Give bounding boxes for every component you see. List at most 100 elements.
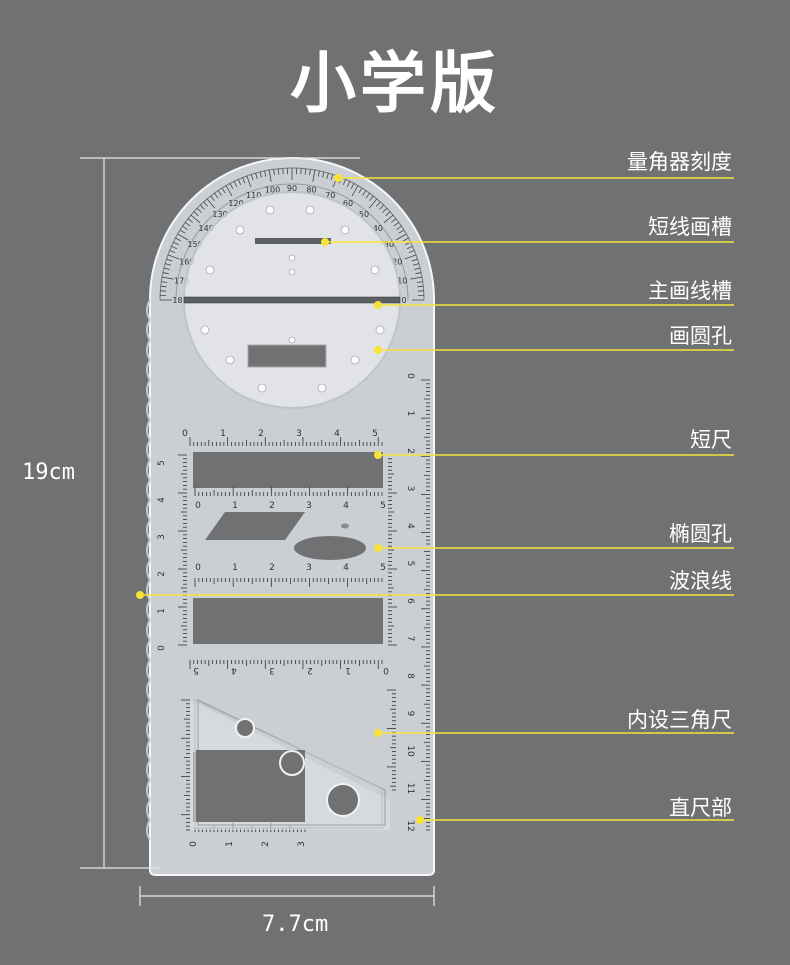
scale-number: 10: [405, 745, 415, 757]
protractor-tick: [358, 187, 363, 194]
callout-dot: [334, 174, 342, 182]
protractor-label: 100: [265, 186, 280, 195]
protractor-label: 180: [172, 296, 187, 305]
protractor-tick: [277, 168, 280, 175]
scale-number: 3: [405, 486, 415, 492]
callout-dot: [321, 238, 329, 246]
protractor-tick: [379, 204, 384, 210]
protractor-tick: [382, 208, 388, 213]
scale-number: 2: [405, 448, 415, 454]
protractor-tick: [350, 183, 355, 189]
scale-number: 0: [383, 665, 389, 675]
protractor-tick: [242, 177, 246, 184]
scale-number: 1: [345, 665, 351, 675]
protractor-tick: [162, 272, 169, 275]
protractor-tick: [221, 187, 226, 194]
scale-number: 1: [232, 563, 238, 573]
protractor-ticks: [160, 168, 424, 301]
callout-label-protractor: 量角器刻度: [627, 150, 732, 174]
scale-number: 0: [189, 841, 199, 847]
protractor-tick: [187, 218, 193, 223]
protractor-tick: [161, 281, 168, 283]
protractor-tick: [309, 169, 311, 176]
protractor-tick: [214, 192, 219, 199]
dark-triangle-fill: [196, 750, 305, 822]
ellipse-hole: [294, 536, 366, 560]
protractor-tick: [362, 190, 367, 196]
protractor-tick: [403, 237, 409, 242]
protractor-tick: [206, 198, 216, 209]
scale-number: 4: [231, 665, 237, 675]
scale-number: 2: [307, 665, 313, 675]
protractor-tick: [173, 241, 179, 246]
callout-label-straight: 直尺部: [669, 796, 732, 820]
protractor-tick: [395, 233, 407, 241]
callout-label-short-slot: 短线画槽: [648, 215, 732, 239]
height-label: 19cm: [22, 460, 75, 485]
protractor-tick: [326, 173, 329, 179]
callout-dot: [374, 451, 382, 459]
parallelogram-hole: [205, 512, 305, 540]
protractor-label: 60: [343, 199, 353, 208]
scale-number: 5: [380, 501, 386, 511]
height-dimension: [80, 157, 360, 869]
protractor-label: 90: [287, 184, 297, 193]
circle-window: [247, 344, 327, 368]
vertical-scales: [178, 379, 430, 831]
scale-number: 1: [220, 429, 226, 439]
protractor-tick: [200, 204, 205, 210]
protractor-tick: [317, 170, 320, 177]
protractor-tick: [304, 168, 307, 175]
page-title: 小学版: [290, 45, 500, 122]
triangle-holes: [235, 718, 360, 817]
scale-number: 12: [405, 820, 415, 831]
callout-dot: [374, 346, 382, 354]
protractor-tick: [165, 263, 171, 266]
scale-number: 2: [269, 501, 275, 511]
protractor-tick: [414, 267, 421, 270]
protractor-tick: [416, 281, 423, 283]
scale-number: 4: [343, 563, 349, 573]
scale-number: 2: [261, 841, 271, 847]
scale-number: 4: [343, 501, 349, 511]
protractor-tick: [404, 254, 417, 260]
protractor-tick: [398, 229, 405, 234]
scale-number: 4: [157, 497, 167, 503]
protractor-tick: [203, 201, 208, 207]
protractor-tick: [368, 198, 378, 209]
scale-number: 3: [157, 534, 167, 540]
protractor-tick: [217, 190, 222, 196]
scale-number: 3: [306, 563, 312, 573]
protractor-tick: [411, 258, 418, 262]
protractor-label: 140: [199, 224, 214, 233]
scale-number: 1: [225, 841, 235, 847]
scale-number: 8: [405, 673, 415, 679]
protractor-label: 30: [384, 240, 394, 249]
callout-dot: [374, 544, 382, 552]
protractor-tick: [413, 263, 419, 266]
scale-number: 4: [334, 429, 340, 439]
callout-label-short-ruler: 短尺: [690, 428, 732, 452]
protractor-tick: [229, 183, 234, 189]
protractor-tick: [161, 276, 174, 280]
drawing-holes: [200, 205, 385, 393]
callout-label-ellipse: 椭圆孔: [669, 522, 732, 546]
callout-lines: [136, 174, 734, 824]
protractor-tick: [264, 170, 267, 177]
short-line-slot: [255, 238, 331, 244]
callout-label-wave: 波浪线: [669, 569, 732, 593]
protractor-tick: [417, 285, 424, 288]
protractor-tick: [393, 222, 400, 227]
callout-dot: [136, 591, 144, 599]
protractor-label: 170: [174, 277, 189, 286]
protractor-tick: [250, 174, 254, 181]
protractor-tick: [233, 181, 238, 187]
callout-label-main-slot: 主画线槽: [648, 279, 732, 303]
protractor-label: 40: [373, 224, 383, 233]
protractor-tick: [410, 276, 423, 280]
protractor-tick: [182, 225, 188, 230]
protractor-tick: [376, 201, 381, 207]
